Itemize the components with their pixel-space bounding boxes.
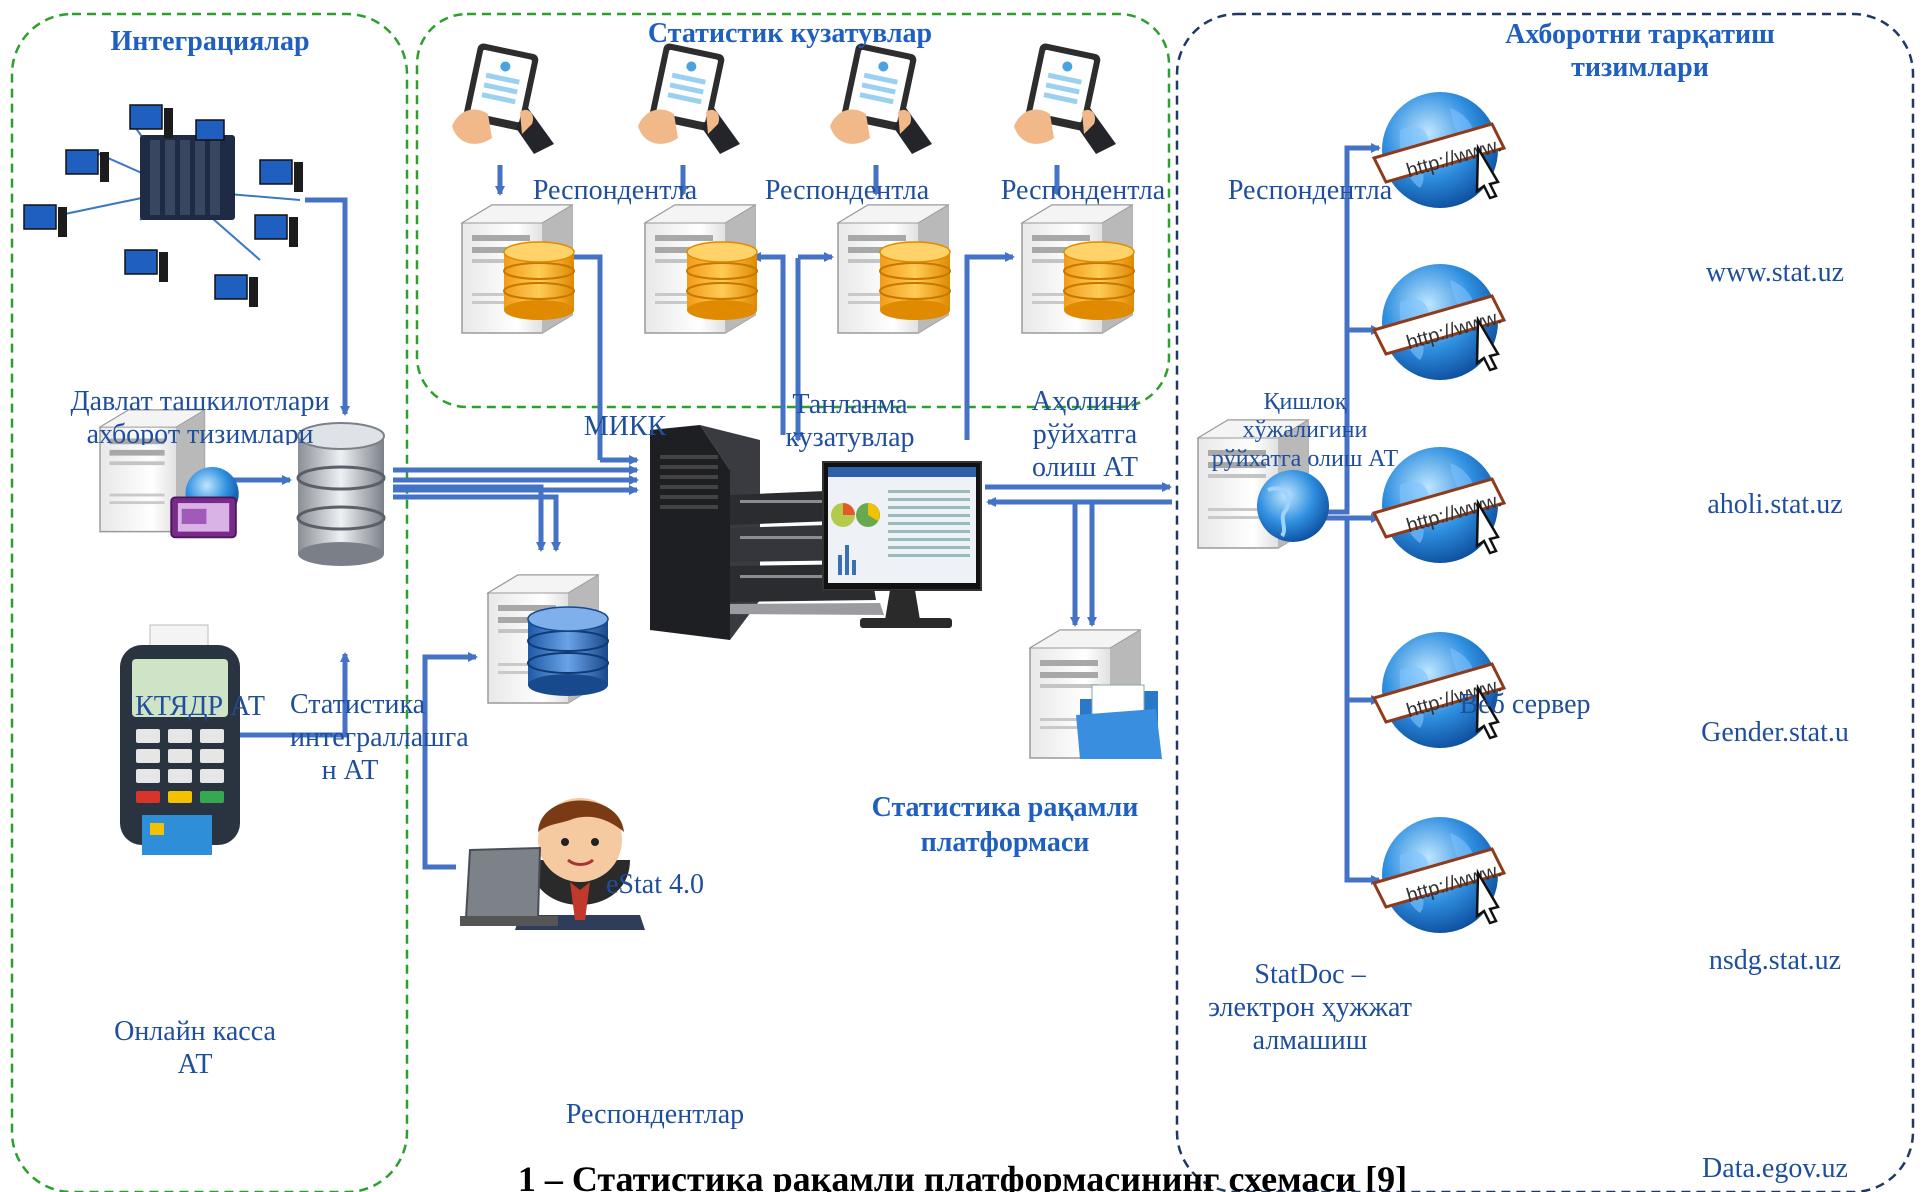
arrow-integration-to-estat-2 (393, 494, 561, 552)
pos-terminal-icon (120, 624, 240, 855)
respondent-label-3: Респондентла (1000, 175, 1166, 206)
dissemination-title: Ахборотни тарқатиш тизимлари (1505, 19, 1775, 84)
arrow-web-to-site-nsdg (1344, 518, 1381, 705)
integrations-title: Интеграциялар (110, 26, 310, 57)
qishloq-server-icon (1021, 204, 1135, 334)
respondent-tablet-icon-4 (1014, 42, 1116, 154)
arrow-platform-to-mikk (564, 252, 603, 460)
network-icon (23, 104, 303, 307)
respondents-label: Респондентлар (565, 1099, 745, 1130)
estat-label: eStat 4.0 (606, 869, 704, 900)
dissemination-group-border (1175, 12, 1915, 1192)
integrations-group-border (10, 12, 409, 1192)
mikk-server-icon (461, 204, 575, 334)
respondent-tablet-icon-1 (452, 42, 554, 154)
site-globe-icon-5 (1372, 815, 1506, 935)
arrow-platform-to-tanlanma (751, 252, 786, 435)
respondent-person-icon (460, 798, 645, 930)
site-label-5: Data.egov.uz (1702, 1153, 1848, 1184)
respondent-tablet-icon-3 (830, 42, 932, 154)
site-label-1: www.stat.uz (1705, 257, 1845, 288)
aholi-server-icon (837, 204, 951, 334)
statdoc-server-icon (1029, 629, 1162, 759)
respondent-label-1: Респондентла (532, 175, 698, 206)
observations-group-border (415, 12, 1171, 409)
ktyadr-server-icon (99, 409, 239, 539)
site-globe-icon-2 (1372, 262, 1506, 382)
arrow-respondents-to-estat (422, 652, 478, 870)
respondent-tablet-icon-2 (638, 42, 740, 154)
respondent-label-4: Респондентла (1227, 175, 1393, 206)
observations-title: Статистик кузатувлар (647, 18, 933, 49)
figure-caption: 1 – Статистика рақамли платформасининг с… (517, 1159, 1408, 1192)
web-server-icon (1197, 419, 1329, 549)
platform-hardware-icon (650, 425, 982, 640)
arrow-network-to-integration (305, 197, 350, 416)
arrow-web-to-site-data (1344, 700, 1381, 885)
mikk-label: МИКК (583, 411, 667, 442)
respondent-label-2: Респондентла (764, 175, 930, 206)
web-server-label: Веб сервер (1459, 689, 1591, 720)
estat-server-icon (487, 574, 609, 704)
arrow-platform-to-qishloq (964, 252, 1015, 440)
arrow-kassa-to-integration (225, 652, 350, 738)
ktyadr-label: КТЯДР АТ (135, 691, 265, 722)
site-label-2: aholi.stat.uz (1707, 489, 1843, 520)
site-label-4: nsdg.stat.uz (1708, 945, 1842, 976)
arrow-integration-to-estat-1 (393, 484, 546, 552)
integration-database-icon (296, 422, 386, 566)
site-label-3: Gender.stat.u (1701, 717, 1849, 748)
tanlanma-server-icon (644, 204, 758, 334)
